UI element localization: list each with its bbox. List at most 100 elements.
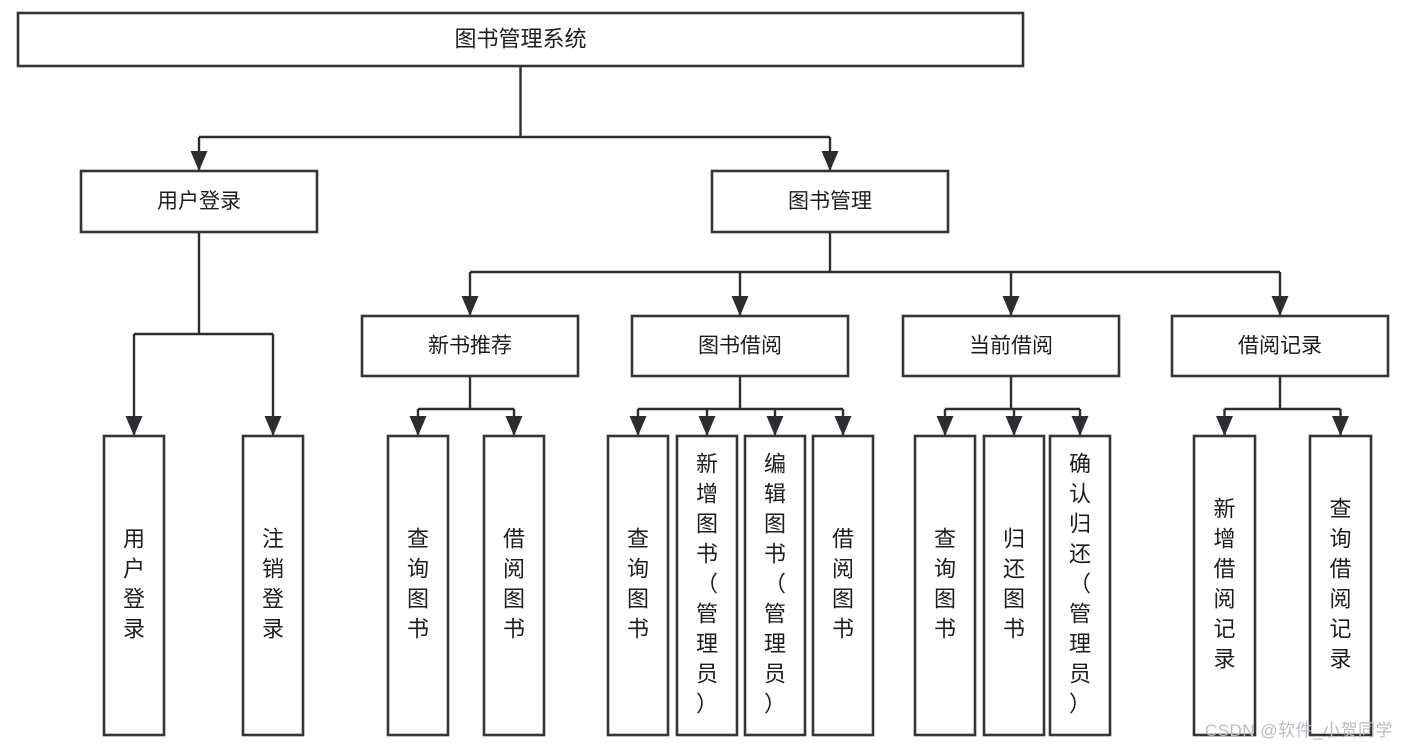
node-label-leaf-borrow-query-book-char-0: 查: [627, 526, 649, 551]
node-box-leaf-add-borrow-record: [1192, 434, 1257, 737]
node-label-leaf-borrow-query-book-char-1: 询: [627, 556, 649, 581]
node-label-leaf-confirm-return-admin-char-1: 认: [1069, 481, 1091, 506]
node-box-leaf-add-book-admin: [675, 434, 739, 737]
new-book-recommend-arrow-1: [505, 416, 523, 436]
current-borrow-arrow-2: [1071, 416, 1089, 436]
node-label-leaf-edit-book-admin-char-2: 图: [764, 511, 786, 536]
book-borrow-arrow-0: [629, 416, 647, 436]
node-box-leaf-return-book: [982, 434, 1046, 737]
node-box-leaf-user-login: [102, 434, 166, 737]
node-box-new-book-recommend: [360, 314, 580, 378]
node-label-leaf-add-book-admin-char-8: ）: [696, 691, 718, 716]
node-label-leaf-add-book-admin-char-0: 新: [696, 451, 718, 476]
node-box-current-borrow: [901, 314, 1121, 378]
node-box-leaf-current-query-book: [913, 434, 977, 737]
node-label-leaf-add-borrow-record-char-5: 录: [1213, 646, 1235, 671]
node-label-leaf-confirm-return-admin-char-8: ）: [1069, 691, 1091, 716]
book-borrow-arrow-2: [766, 416, 784, 436]
node-label-leaf-borrow-book-char-2: 图: [832, 586, 854, 611]
node-label-leaf-edit-book-admin-char-6: 理: [764, 631, 786, 656]
node-label-leaf-add-book-admin-char-1: 增: [696, 481, 718, 506]
node-label-leaf-confirm-return-admin-char-7: 员: [1069, 661, 1091, 686]
node-root[interactable]: 图书管理系统: [16, 11, 1025, 68]
node-label-leaf-current-query-book-char-1: 询: [934, 556, 956, 581]
node-label-book-manage: 图书管理: [788, 190, 872, 213]
node-label-user-login: 用户登录: [157, 190, 241, 213]
node-box-leaf-confirm-return-admin: [1048, 434, 1112, 737]
node-box-root: [16, 11, 1025, 68]
book-borrow-arrow-1: [698, 416, 716, 436]
node-label-leaf-recommend-borrow-book-char-0: 借: [503, 526, 525, 551]
node-label-leaf-recommend-borrow-book-char-3: 书: [503, 616, 525, 641]
node-book-manage[interactable]: 图书管理: [710, 169, 950, 234]
node-label-leaf-query-borrow-record-char-1: 询: [1329, 526, 1351, 551]
book-manage-arrow-1: [731, 296, 749, 316]
node-user-login[interactable]: 用户登录: [79, 169, 319, 234]
borrow-record-arrow-1: [1332, 416, 1349, 436]
book-borrow-arrow-3: [834, 416, 852, 436]
node-label-leaf-recommend-borrow-book-char-2: 图: [503, 586, 525, 611]
current-borrow-arrow-0: [936, 416, 954, 436]
node-label-leaf-confirm-return-admin-char-4: （: [1069, 571, 1091, 596]
new-book-recommend-arrow-0: [409, 416, 427, 436]
current-borrow-arrow-1: [1005, 416, 1023, 436]
node-label-leaf-add-book-admin-char-6: 理: [696, 631, 718, 656]
node-label-leaf-add-borrow-record-char-4: 记: [1213, 616, 1235, 641]
node-label-leaf-logout-char-2: 登: [262, 586, 284, 611]
user-login-arrow-1: [264, 416, 282, 436]
node-label-leaf-user-login-char-0: 用: [123, 526, 145, 551]
user-login-arrow-0: [125, 416, 143, 436]
node-label-leaf-current-query-book-char-2: 图: [934, 586, 956, 611]
node-label-leaf-confirm-return-admin-char-2: 归: [1069, 511, 1091, 536]
node-label-leaf-query-borrow-record-char-2: 借: [1329, 556, 1351, 581]
node-label-leaf-return-book-char-2: 图: [1003, 586, 1025, 611]
node-label-leaf-recommend-query-book-char-1: 询: [407, 556, 429, 581]
node-box-book-borrow: [630, 314, 850, 378]
node-label-leaf-add-borrow-record-char-1: 增: [1213, 526, 1235, 551]
book-manage-arrow-2: [1002, 296, 1020, 316]
node-label-leaf-query-borrow-record-char-3: 阅: [1329, 586, 1351, 611]
node-box-leaf-edit-book-admin: [743, 434, 807, 737]
nodes-layer: 图书管理系统用户登录图书管理新书推荐图书借阅当前借阅借阅记录用户登录注销登录查询…: [16, 11, 1390, 737]
node-label-leaf-borrow-book-char-1: 阅: [832, 556, 854, 581]
node-label-leaf-confirm-return-admin-char-0: 确: [1069, 451, 1091, 476]
node-book-borrow[interactable]: 图书借阅: [630, 314, 850, 378]
node-borrow-record[interactable]: 借阅记录: [1170, 314, 1390, 378]
node-label-book-borrow: 图书借阅: [698, 335, 782, 358]
node-box-book-manage: [710, 169, 950, 234]
node-current-borrow[interactable]: 当前借阅: [901, 314, 1121, 378]
node-label-leaf-borrow-book-char-3: 书: [832, 616, 854, 641]
node-label-leaf-recommend-query-book-char-0: 查: [407, 526, 429, 551]
node-leaf-user-login[interactable]: 用户登录: [102, 434, 166, 737]
node-new-book-recommend[interactable]: 新书推荐: [360, 314, 580, 378]
node-box-leaf-query-borrow-record: [1308, 434, 1373, 737]
node-label-leaf-confirm-return-admin-char-5: 管: [1069, 601, 1091, 626]
node-label-leaf-logout-char-3: 录: [262, 616, 284, 641]
node-label-current-borrow: 当前借阅: [969, 335, 1053, 358]
node-label-leaf-return-book-char-3: 书: [1003, 616, 1025, 641]
node-label-leaf-edit-book-admin-char-5: 管: [764, 601, 786, 626]
node-label-leaf-borrow-query-book-char-3: 书: [627, 616, 649, 641]
node-label-new-book-recommend: 新书推荐: [428, 335, 512, 358]
node-label-leaf-add-book-admin-char-7: 员: [696, 661, 718, 686]
node-label-leaf-edit-book-admin-char-0: 编: [764, 451, 786, 476]
node-label-leaf-return-book-char-1: 还: [1003, 556, 1025, 581]
node-box-leaf-recommend-query-book: [386, 434, 450, 737]
node-box-leaf-borrow-book: [811, 434, 875, 737]
node-label-leaf-user-login-char-1: 户: [123, 556, 145, 581]
node-label-leaf-logout-char-1: 销: [262, 556, 284, 581]
node-label-root: 图书管理系统: [454, 26, 586, 51]
